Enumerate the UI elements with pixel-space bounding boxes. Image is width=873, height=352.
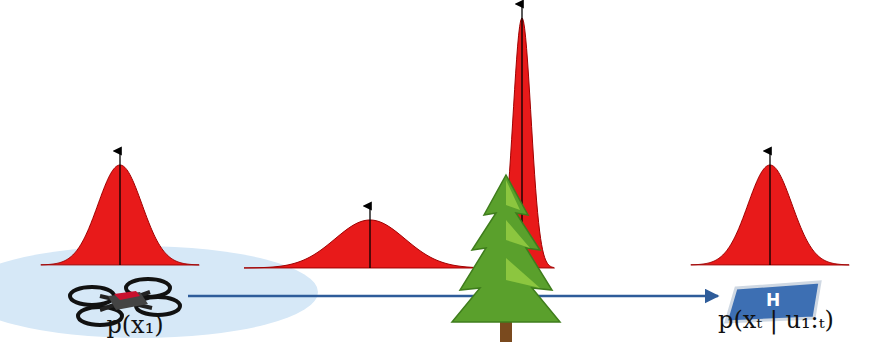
tree-obstacle <box>452 175 560 342</box>
helipad-letter: H <box>766 291 780 310</box>
axis-line <box>769 151 770 265</box>
gaussian-curves <box>41 4 849 268</box>
axis-line <box>369 206 370 268</box>
axis-line <box>119 151 120 265</box>
distribution-label: p(xₜ | u₁:ₜ) <box>718 307 834 333</box>
distribution-label: p(x₁) <box>106 312 163 338</box>
motion-arrow <box>188 295 718 298</box>
